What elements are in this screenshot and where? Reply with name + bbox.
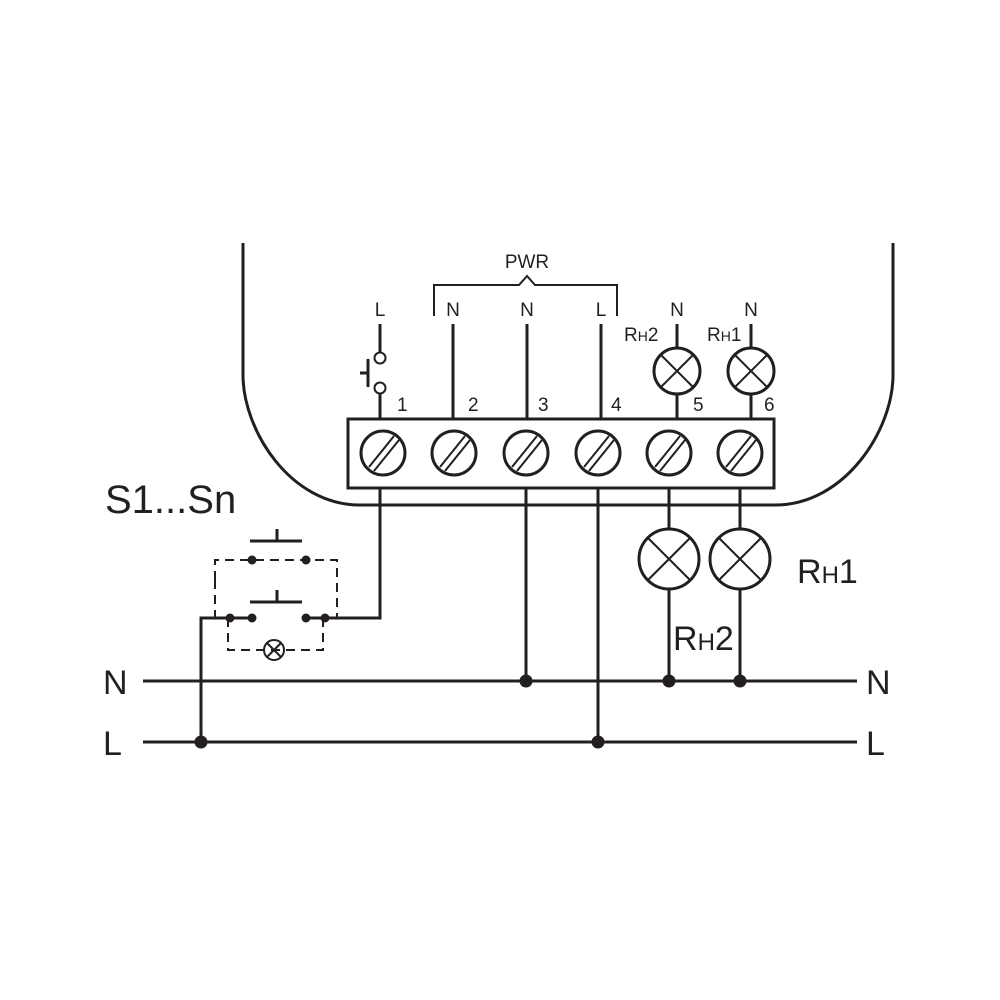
- junction-neutral-terminal-3: [519, 674, 533, 688]
- terminal-screw-2: [430, 429, 478, 477]
- live-left-label: L: [103, 725, 122, 763]
- neutral-left-label: N: [103, 664, 128, 702]
- pin-number-2: 2: [468, 395, 479, 416]
- switch-line-label: L: [375, 300, 386, 321]
- junction-live-switch: [194, 735, 208, 749]
- junction-live-terminal-4: [591, 735, 605, 749]
- rh2-external-label: RH2: [673, 620, 734, 658]
- junction-neutral-rh2: [662, 674, 676, 688]
- terminal-3-label: N: [520, 300, 534, 321]
- neutral-right-label: N: [866, 664, 891, 702]
- terminal-screw-1: [359, 429, 407, 477]
- live-right-label: L: [866, 725, 885, 763]
- terminal-5-label: N: [670, 300, 684, 321]
- terminal-screw-3: [502, 429, 550, 477]
- pushbutton-symbol: [360, 324, 387, 419]
- pwr-bracket: [433, 274, 618, 316]
- terminal-2-label: N: [446, 300, 460, 321]
- junction-neutral-rh1: [733, 674, 747, 688]
- lamp-icon-rh1-external: [708, 488, 772, 681]
- lamp-icon-rh2-internal: [652, 324, 702, 419]
- pushbutton-group: [214, 529, 338, 661]
- rh2-internal-label: RH2: [624, 325, 658, 346]
- rh1-external-label: RH1: [797, 553, 858, 591]
- terminal-block: [346, 417, 776, 490]
- switches-label: S1...Sn: [105, 478, 236, 522]
- rh1-internal-label: RH1: [707, 325, 741, 346]
- terminal-screw-5: [645, 429, 693, 477]
- terminal-6-label: N: [744, 300, 758, 321]
- pin-number-4: 4: [611, 395, 622, 416]
- pin-number-1: 1: [397, 395, 408, 416]
- device-housing: [241, 243, 895, 507]
- wire-switch-to-live: [199, 616, 230, 742]
- pin-number-6: 6: [764, 395, 775, 416]
- lamp-icon-rh2-external: [637, 488, 701, 681]
- lamp-icon-rh1-internal: [726, 324, 776, 419]
- terminal-4-label: L: [596, 300, 607, 321]
- pin-number-5: 5: [693, 395, 704, 416]
- wire-switch-to-terminal-1: [325, 488, 382, 620]
- pin-number-3: 3: [538, 395, 549, 416]
- terminal-screw-4: [574, 429, 622, 477]
- terminal-screw-6: [716, 429, 764, 477]
- pwr-label: PWR: [505, 252, 549, 273]
